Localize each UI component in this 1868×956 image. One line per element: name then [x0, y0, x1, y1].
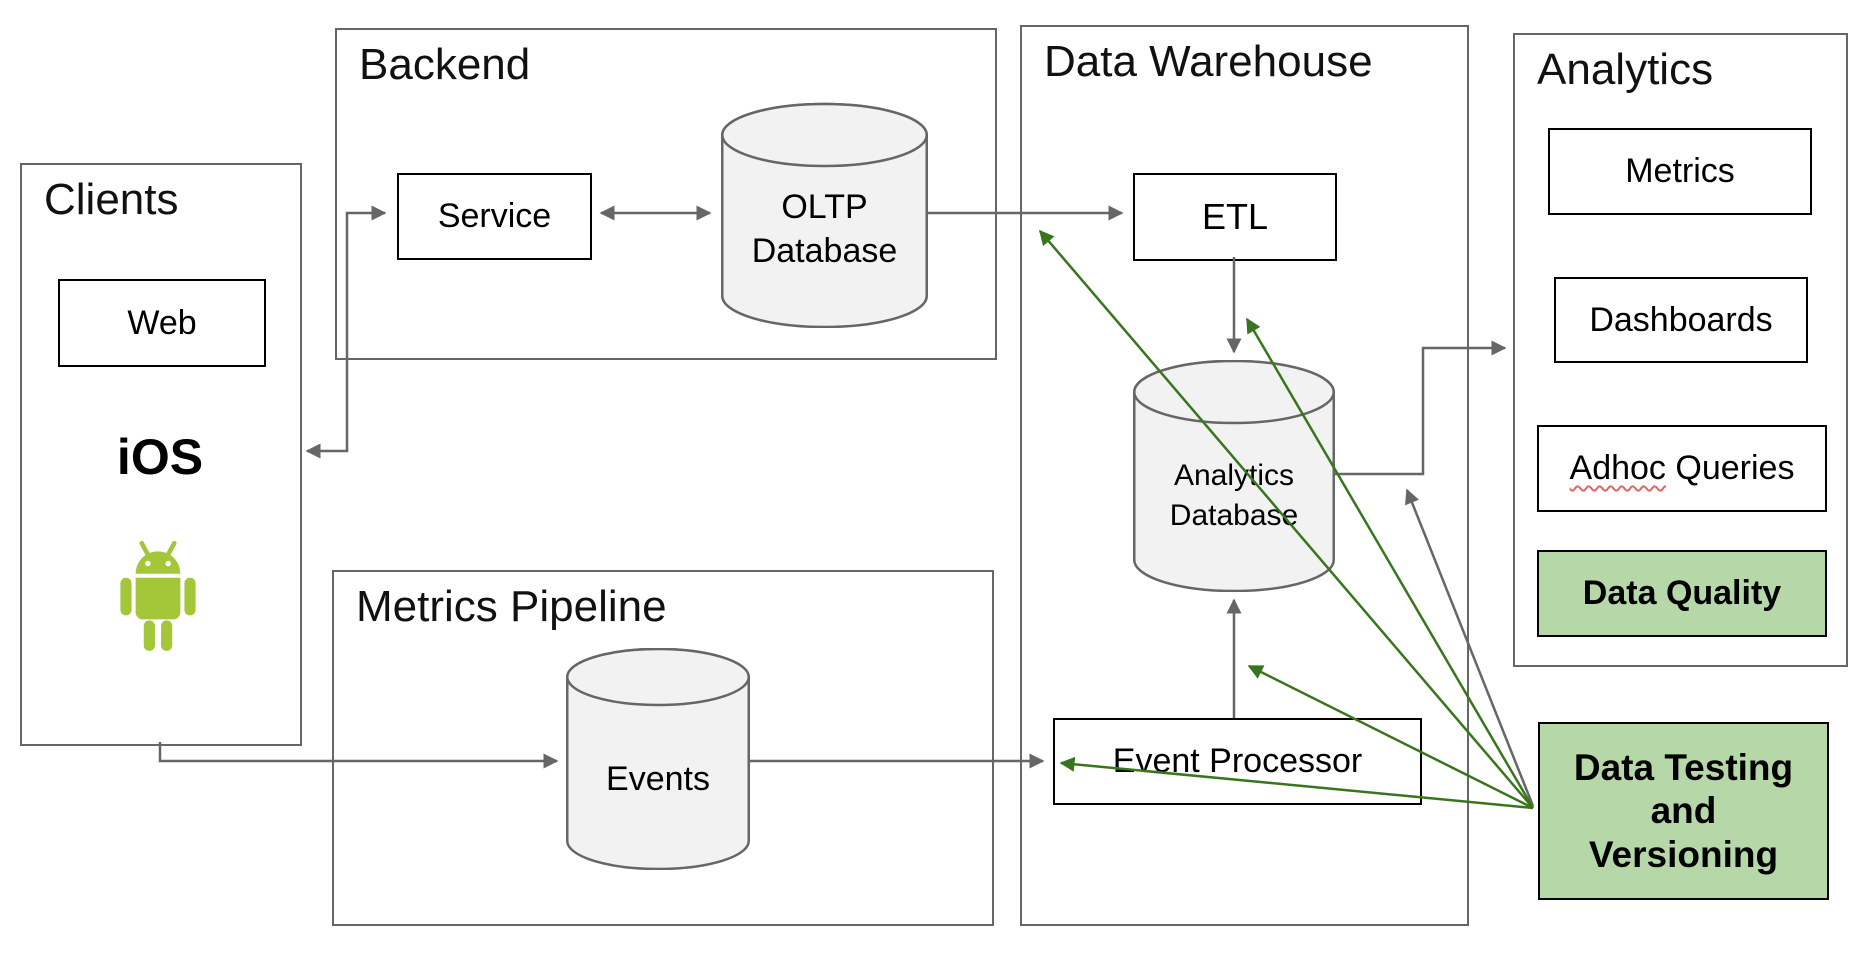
oltp-database-label: OLTP Database [721, 150, 928, 310]
etl-node: ETL [1133, 173, 1337, 261]
metrics-pipeline-group-label: Metrics Pipeline [356, 582, 667, 631]
oltp-label-line2: Database [751, 232, 898, 270]
analytics-group-label: Analytics [1537, 45, 1714, 94]
data-quality-node: Data Quality [1537, 550, 1827, 637]
adhoc-queries-node-label: Adhoc Queries [1570, 449, 1795, 488]
events-label: Events [566, 700, 750, 860]
service-node: Service [397, 173, 592, 260]
data-warehouse-group-label: Data Warehouse [1044, 37, 1373, 86]
metrics-node: Metrics [1548, 128, 1812, 215]
oltp-database-cylinder [721, 102, 928, 328]
adb-label-line1: Analytics [1173, 459, 1295, 493]
backend-group-label: Backend [359, 40, 531, 89]
events-label-text: Events [606, 760, 710, 799]
clients-group-label: Clients [44, 175, 179, 224]
etl-node-label: ETL [1201, 196, 1269, 237]
metrics-node-label: Metrics [1625, 152, 1735, 190]
analytics-database-label: Analytics Database [1133, 408, 1335, 584]
ios-node-label: iOS [116, 429, 204, 485]
adb-label-line2: Database [1169, 499, 1299, 532]
service-node-label: Service [437, 197, 552, 235]
data-quality-node-label: Data Quality [1582, 574, 1782, 612]
android-robot-icon [106, 530, 210, 656]
data-testing-versioning-node: Data Testing and Versioning [1538, 722, 1829, 900]
oltp-label-line1: OLTP [781, 188, 868, 227]
adhoc-queries-rest: Queries [1675, 449, 1795, 487]
clients-group: Clients [20, 163, 302, 746]
web-node-label: Web [127, 303, 197, 342]
dtv-line2: and [1650, 790, 1717, 832]
web-node: Web [58, 279, 266, 367]
events-cylinder [566, 648, 750, 870]
misspelled-word: Adhoc [1569, 449, 1666, 487]
dashboards-node: Dashboards [1554, 277, 1808, 363]
adhoc-queries-node: Adhoc Queries [1537, 425, 1827, 512]
event-processor-node: Event Processor [1053, 718, 1422, 805]
dtv-line3: Versioning [1588, 833, 1779, 875]
dashboards-node-label: Dashboards [1589, 300, 1773, 339]
dtv-line1: Data Testing [1573, 746, 1794, 788]
event-processor-node-label: Event Processor [1112, 742, 1363, 780]
